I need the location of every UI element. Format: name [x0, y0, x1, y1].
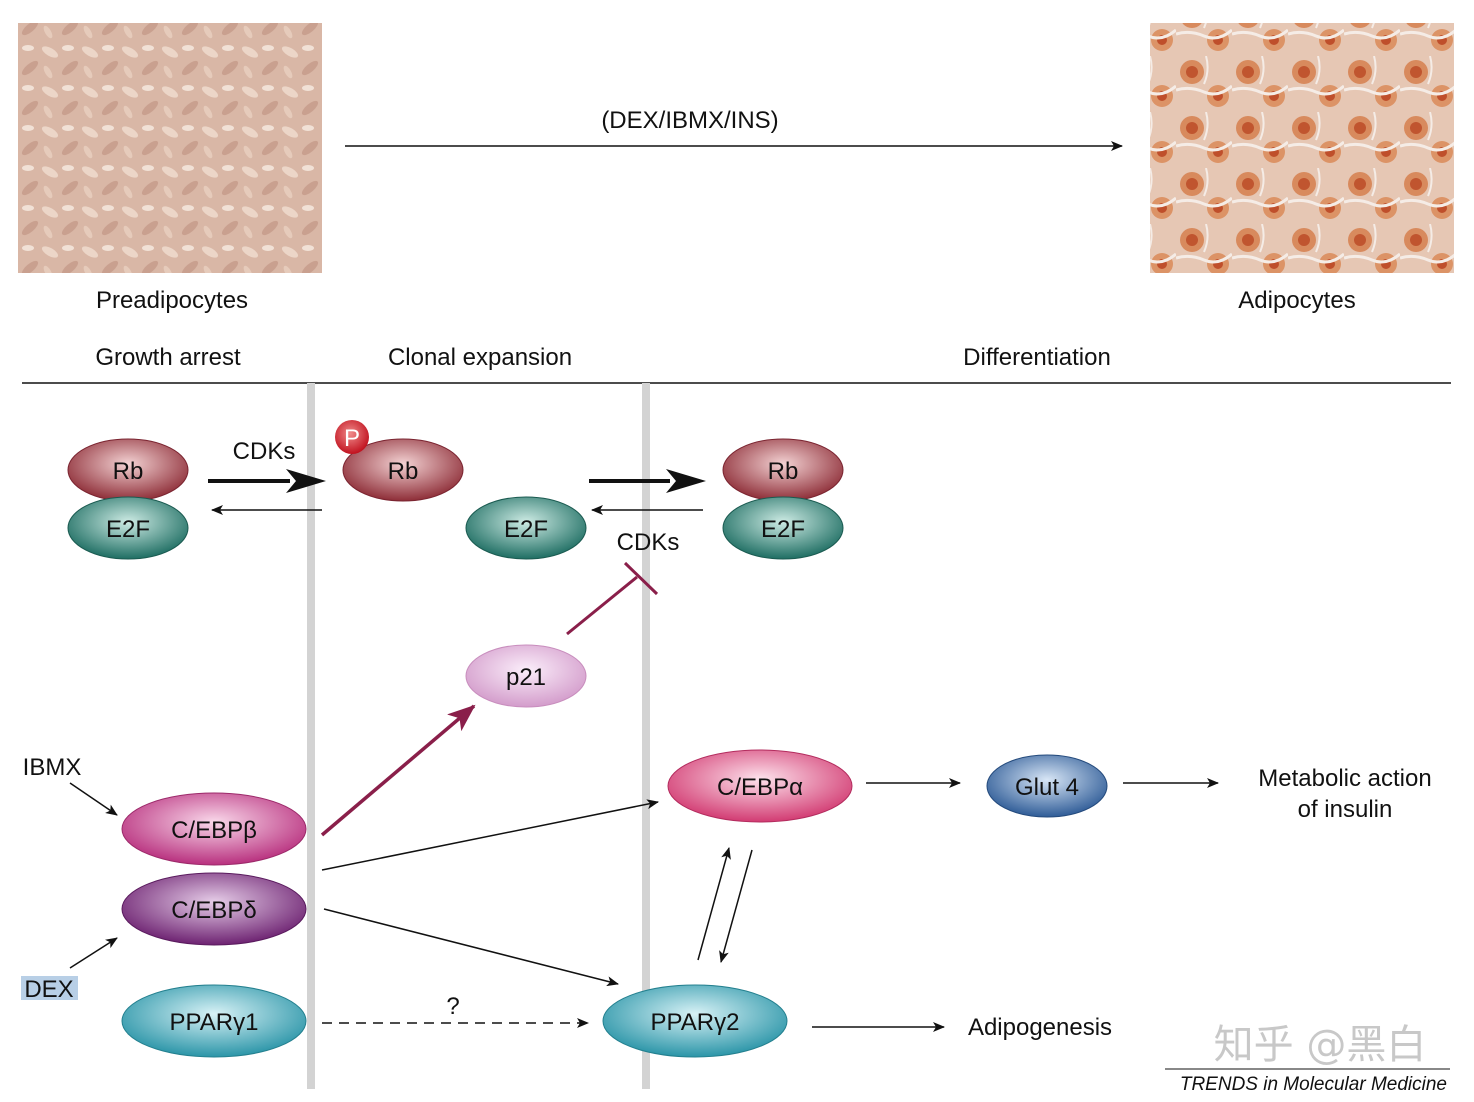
rb-node-2-label: Rb: [388, 458, 419, 485]
cebpb-node-label: C/EBPβ: [171, 817, 257, 844]
unknown-link-label: ?: [446, 993, 459, 1020]
pparg2-to-cebpa-arrow: [697, 847, 731, 961]
e2f-node-3-label: E2F: [761, 516, 805, 543]
middle-forward-arrow-head: [666, 469, 706, 493]
cebpd-node-label: C/EBPδ: [171, 897, 256, 924]
e2f-node-1: [67, 496, 189, 560]
glut4-node-label: Glut 4: [1015, 774, 1079, 801]
dex-label: DEX: [24, 976, 73, 1003]
preadipocyte-micrograph: [18, 23, 322, 273]
phase-bar-2: [642, 383, 650, 1089]
e2f-node-3: [722, 496, 844, 560]
preadipocytes-label: Preadipocytes: [96, 287, 248, 314]
cebpd-node: [121, 872, 307, 946]
metabolic-action-label-1: Metabolic action: [1258, 765, 1431, 792]
cdks-forward-arrow-head: [286, 469, 326, 493]
phosphate-badge-label: P: [344, 425, 360, 452]
phase-bar-1: [307, 383, 315, 1089]
dex-arrow: [69, 937, 118, 969]
pparg2-node-label: PPARγ2: [651, 1009, 740, 1036]
inhibition-bar: [623, 561, 659, 596]
cebpb-to-p21-arrow: [320, 704, 476, 837]
pparg1-node: [121, 984, 307, 1058]
treatment-label: (DEX/IBMX/INS): [601, 107, 778, 134]
ibmx-arrow: [69, 782, 118, 816]
cebpa-node-label: C/EBPα: [717, 774, 803, 801]
rb-node-1-label: Rb: [113, 458, 144, 485]
cebpa-node: [667, 749, 853, 823]
rb-node-2: [342, 438, 464, 502]
pparg2-node: [602, 984, 788, 1058]
dex-highlight: [21, 976, 78, 1000]
phase-clonal-expansion: Clonal expansion: [388, 344, 572, 371]
metabolic-action-label-2: of insulin: [1298, 796, 1393, 823]
e2f-node-1-label: E2F: [106, 516, 150, 543]
e2f-node-2: [465, 496, 587, 560]
phase-growth-arrest: Growth arrest: [95, 344, 241, 371]
cdks-label-top: CDKs: [233, 438, 296, 465]
cebpa-to-pparg2-arrow: [719, 849, 753, 963]
cebpd-to-pparg2-arrow: [323, 908, 619, 987]
e2f-node-2-label: E2F: [504, 516, 548, 543]
watermark: 知乎 @黑白: [1214, 1022, 1427, 1068]
p21-node-label: p21: [506, 664, 546, 691]
cebpb-to-cebpa-arrow: [321, 799, 659, 871]
ibmx-label: IBMX: [23, 754, 82, 781]
cdks-label-inhibited: CDKs: [617, 529, 680, 556]
phosphate-badge: [335, 420, 369, 454]
rb-node-3-label: Rb: [768, 458, 799, 485]
adipogenesis-label: Adipogenesis: [968, 1014, 1112, 1041]
adipocyte-micrograph: [1150, 23, 1454, 273]
adipocytes-label: Adipocytes: [1238, 287, 1355, 314]
journal-footer: TRENDS in Molecular Medicine: [1180, 1074, 1447, 1095]
phase-differentiation: Differentiation: [963, 344, 1111, 371]
pparg1-node-label: PPARγ1: [170, 1009, 259, 1036]
cebpb-node: [121, 792, 307, 866]
glut4-node: [986, 754, 1108, 818]
p21-inhibits-cdks: [566, 575, 638, 636]
p21-node: [465, 644, 587, 708]
